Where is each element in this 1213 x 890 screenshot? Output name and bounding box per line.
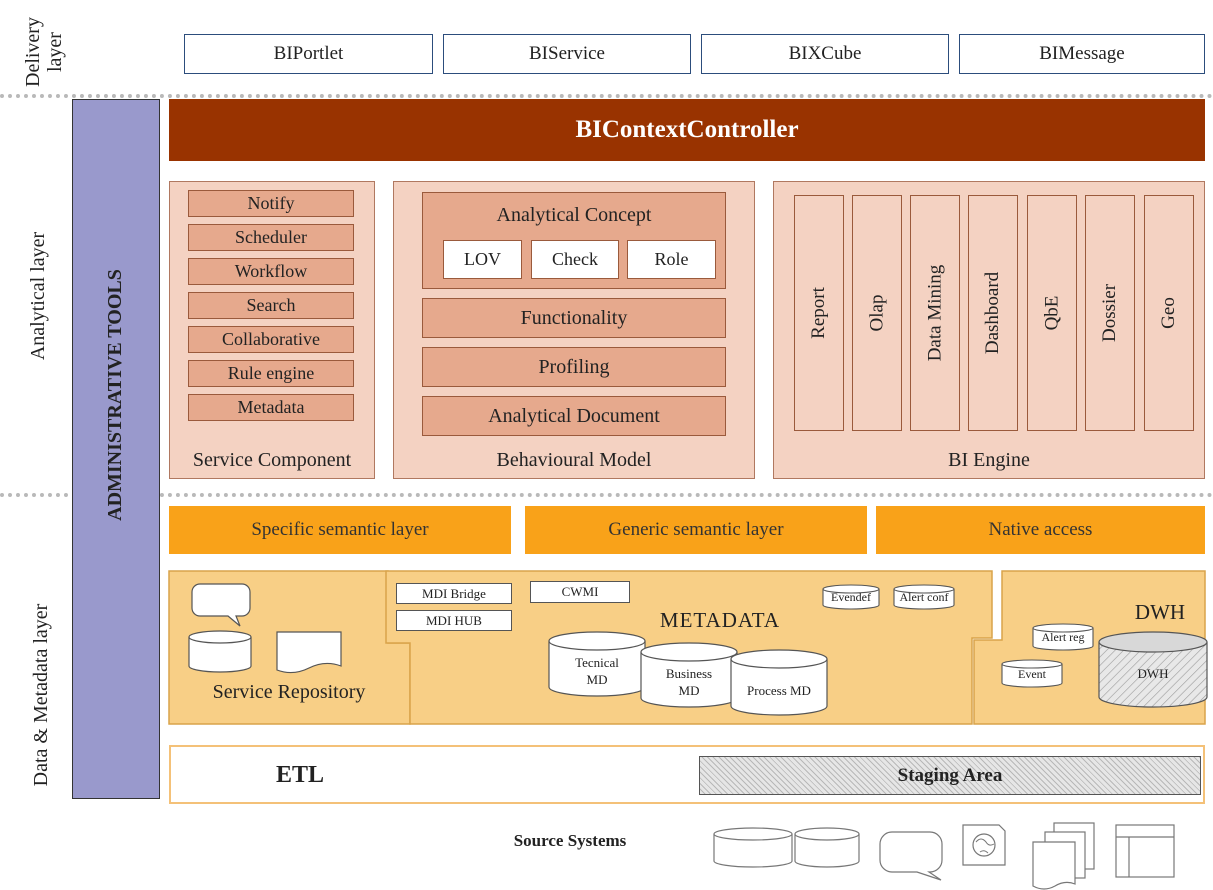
generic-semantic-layer: Generic semantic layer (525, 506, 867, 554)
admin-tools-label: ADMINISTRATIVE TOOLS (104, 269, 126, 521)
web-page-icon (962, 824, 1006, 866)
metadata-title: METADATA (659, 607, 781, 632)
analytical-separator (0, 493, 1213, 497)
source-database-icon-1 (713, 827, 793, 868)
bi-xcube-box: BIXCube (701, 34, 949, 74)
bi-context-controller: BIContextController (169, 99, 1205, 161)
mdi-hub-box: MDI HUB (396, 610, 512, 631)
service-component-caption: Service Component (192, 448, 352, 471)
bi-service-box: BIService (443, 34, 691, 74)
cwmi-box: CWMI (530, 581, 630, 603)
native-access-layer: Native access (876, 506, 1205, 554)
alert-reg-label: Alert reg (1041, 629, 1085, 644)
search-item: Search (188, 292, 354, 319)
staging-area-box: Staging Area (699, 756, 1201, 795)
service-repository-caption: Service Repository (212, 680, 366, 703)
process-md-label: Process MD (747, 682, 811, 698)
source-speech-bubble-icon (879, 831, 943, 881)
source-systems-label: Source Systems (513, 831, 627, 850)
bi-engine-caption: BI Engine (948, 448, 1030, 471)
report-engine: Report (794, 195, 844, 431)
mdi-bridge-box: MDI Bridge (396, 583, 512, 604)
lov-item: LOV (443, 240, 522, 279)
workflow-item: Workflow (188, 258, 354, 285)
collaborative-item: Collaborative (188, 326, 354, 353)
data-metadata-layer-label: Data & Metadata layer (30, 603, 52, 787)
qbe-engine: QbE (1027, 195, 1077, 431)
behavioural-model-caption: Behavioural Model (496, 448, 652, 471)
bi-portlet-box: BIPortlet (184, 34, 433, 74)
olap-engine: Olap (852, 195, 902, 431)
alert-conf-label: Alert conf (899, 589, 949, 604)
technical-md-label: Tecnical MD (575, 655, 619, 687)
functionality-item: Functionality (422, 298, 726, 338)
check-item: Check (531, 240, 619, 279)
dwh-area (973, 570, 1206, 725)
role-item: Role (627, 240, 716, 279)
dwh-db-label: DWH (1137, 666, 1169, 681)
source-database-icon-2 (794, 827, 860, 868)
dossier-engine: Dossier (1085, 195, 1135, 431)
geo-engine: Geo (1144, 195, 1194, 431)
repository-database-icon (188, 630, 252, 673)
document-icon (276, 631, 342, 674)
window-icon (1115, 824, 1175, 878)
bi-message-box: BIMessage (959, 34, 1205, 74)
scheduler-item: Scheduler (188, 224, 354, 251)
event-label: Event (1018, 666, 1046, 681)
rule-engine-item: Rule engine (188, 360, 354, 387)
delivery-separator (0, 94, 1213, 98)
etl-label: ETL (275, 761, 325, 788)
specific-semantic-layer: Specific semantic layer (169, 506, 511, 554)
analytical-document-item: Analytical Document (422, 396, 726, 436)
admin-tools-bar: ADMINISTRATIVE TOOLS (72, 99, 160, 799)
delivery-layer-label: Delivery layer (22, 17, 66, 87)
analytical-layer-label: Analytical layer (27, 231, 49, 361)
evendef-label: Evendef (831, 589, 871, 604)
notify-item: Notify (188, 190, 354, 217)
metadata-item: Metadata (188, 394, 354, 421)
speech-bubble-icon (191, 583, 251, 627)
stacked-documents-icon (1032, 822, 1095, 890)
data-mining-engine: Data Mining (910, 195, 960, 431)
business-md-label: Business MD (665, 666, 713, 698)
dashboard-engine: Dashboard (968, 195, 1018, 431)
analytical-concept-label: Analytical Concept (496, 203, 652, 226)
profiling-item: Profiling (422, 347, 726, 387)
dwh-title: DWH (1134, 599, 1186, 624)
